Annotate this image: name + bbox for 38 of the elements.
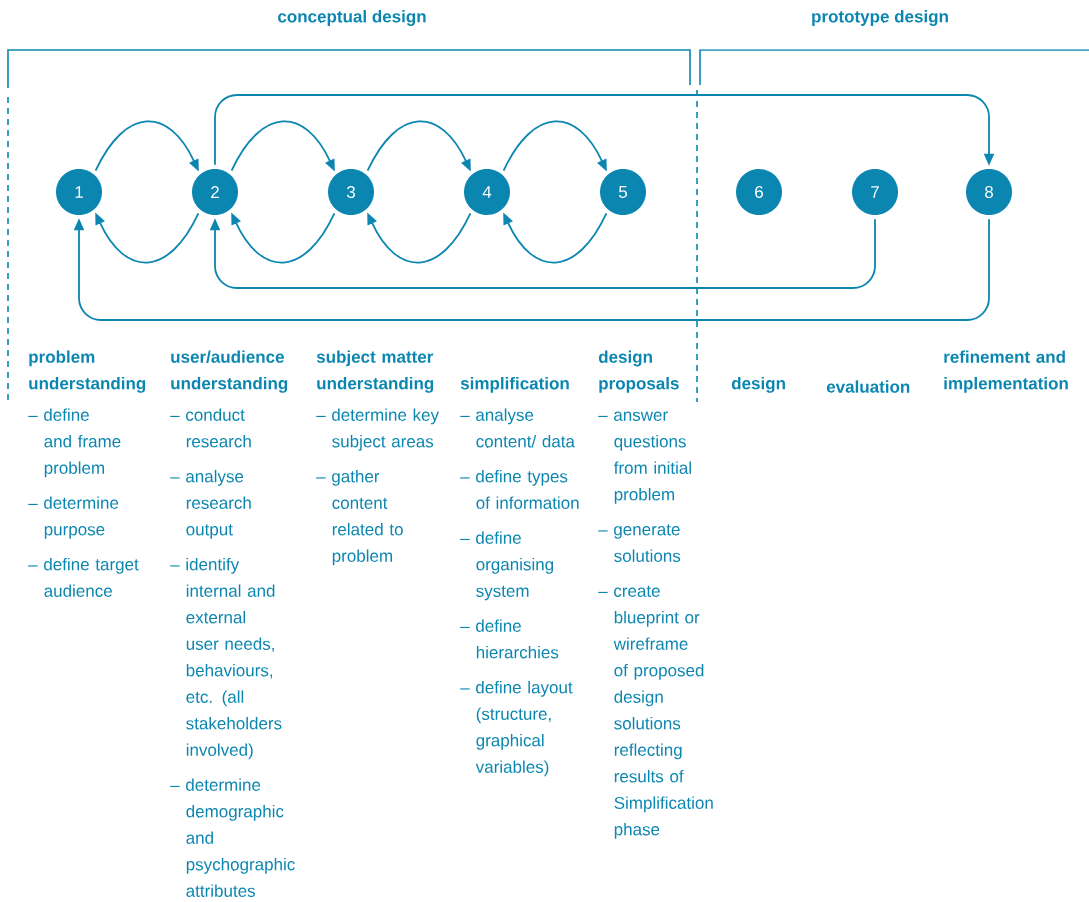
list-item: – determine purpose (28, 496, 119, 539)
phase-heading: prototype design (812, 10, 948, 26)
list-item: – define and frame problem (28, 408, 121, 478)
list-item: – define layout (structure, graphical variables) (460, 680, 573, 777)
list-item: – create blueprint or wireframe of proposed design solutions reflecting results of Simplification phase (598, 585, 713, 839)
list-item: – analyse content/ data (460, 408, 575, 448)
column-heading: design (731, 376, 785, 393)
list-item: – determine demographic and psychographic attributes (170, 778, 295, 897)
list-item: – define hierarchies (460, 619, 559, 659)
arrow (95, 212, 200, 264)
arrow (73, 218, 990, 321)
list-item: – identify internal and external user needs, behaviours, etc. (all stakeholders involved) (170, 557, 282, 760)
arrow (366, 120, 471, 172)
list-item: – gather content related to problem (316, 469, 403, 566)
arrow (503, 212, 608, 264)
arrow (230, 120, 335, 172)
list-item: – conduct research (170, 408, 251, 448)
list-item: – determine key subject areas (316, 408, 439, 451)
column-heading: evaluation (826, 380, 910, 393)
arrow (231, 212, 336, 264)
phase-heading: conceptual design (278, 10, 426, 26)
arrow (94, 120, 199, 172)
column-heading: refinement and implementation (944, 350, 1068, 393)
list-item: – analyse research output (170, 469, 251, 539)
arrow (209, 218, 876, 289)
column-heading: subject matter understanding (316, 350, 434, 393)
column-heading: simplification (460, 376, 569, 393)
list-item: – define types of information (460, 469, 579, 509)
column-heading: problem understanding (29, 350, 146, 393)
arrow (214, 94, 995, 166)
column-heading: user/audience understanding (171, 350, 288, 393)
list-item: – define target audience (28, 557, 139, 597)
list-item: – generate solutions (598, 524, 681, 562)
list-item: – answer questions from initial problem (598, 411, 691, 504)
arrow (502, 120, 607, 172)
arrow (367, 212, 472, 264)
list-item: – define organising system (460, 531, 554, 601)
column-heading: design proposals (598, 350, 679, 393)
